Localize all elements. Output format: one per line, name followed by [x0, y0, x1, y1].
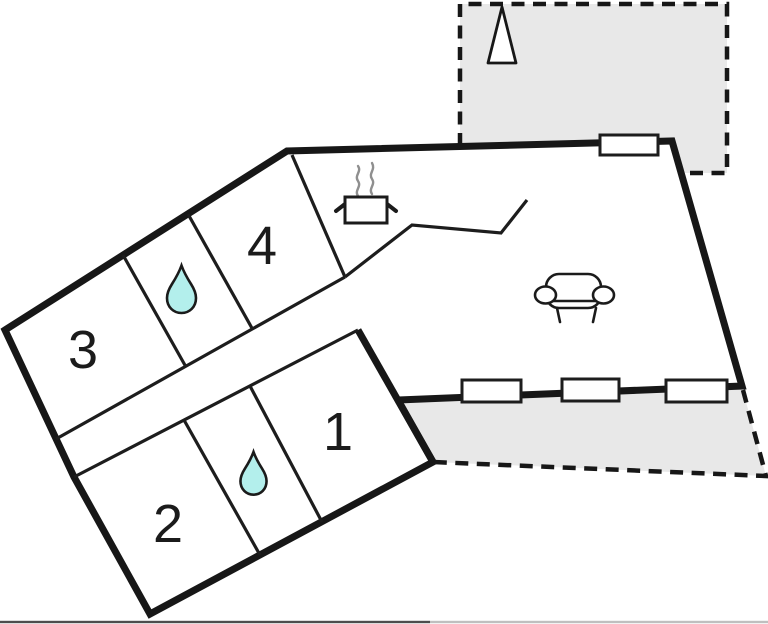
window-bottom-3 [664, 378, 729, 404]
steam-line-1 [355, 164, 361, 198]
sofa-armrest-right [591, 285, 616, 305]
divider-room4-kitchen [290, 154, 347, 278]
bottom-border-dark [0, 620, 430, 624]
divider-room2-bath [182, 419, 262, 556]
water-drop-icon-upper [165, 261, 198, 315]
stove-pot-icon [334, 161, 398, 225]
room-labels: 1 2 3 4 [68, 216, 353, 554]
room-label-2: 2 [153, 494, 183, 554]
room-label-4: 4 [247, 216, 277, 276]
corridor-lower-wall [73, 328, 359, 479]
divider-bath-room1 [248, 385, 324, 523]
image-bottom-border [0, 620, 768, 624]
room-label-3: 3 [68, 320, 98, 380]
sofa-leg-right [591, 306, 598, 324]
steam-line-2 [369, 161, 375, 196]
pot-body [343, 195, 389, 225]
divider-room3-bath [121, 254, 188, 368]
window-bottom-2 [560, 377, 621, 403]
divider-bath-room4 [186, 213, 255, 331]
water-drop-shape [239, 448, 268, 496]
room-label-1: 1 [323, 402, 353, 462]
terrace-top-right-area [460, 4, 727, 173]
terrace-top-right [457, 1, 730, 176]
window-bottom-1 [460, 378, 523, 404]
windows [460, 133, 729, 404]
terrace-top-right-dashed-border [457, 1, 730, 176]
sofa-armrest-left [533, 285, 558, 305]
sofa-leg-left [555, 306, 562, 324]
terrace-bottom-right-area [398, 387, 766, 476]
terrace-bottom-right [398, 387, 768, 479]
bottom-border-light [430, 620, 768, 624]
water-drop-shape [165, 261, 198, 315]
wall-room1-living [354, 328, 437, 464]
kitchen-counter-line [344, 199, 529, 279]
sofa-icon [533, 272, 616, 324]
window-top [598, 133, 660, 157]
building [0, 137, 747, 619]
terrace-bottom-right-dashed-border [432, 389, 768, 479]
corridor-upper-wall [55, 275, 346, 441]
water-drop-icon-lower [239, 448, 268, 496]
tree-icon [486, 5, 518, 65]
